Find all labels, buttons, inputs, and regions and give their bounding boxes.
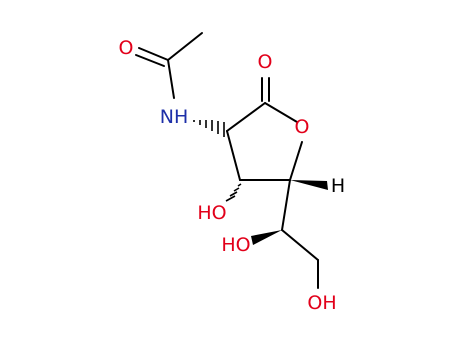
ring-hydroxyl-label: HO — [197, 202, 226, 224]
bond-side-carbon-ch2 — [281, 229, 319, 261]
bond-ring-o-c5 — [289, 141, 303, 181]
bond-c4-c3 — [226, 130, 241, 181]
bond-c5-side-carbon — [281, 179, 291, 231]
bond-c2-ring-o — [264, 102, 298, 123]
ring-oxygen-label: O — [295, 116, 310, 138]
bond-amide-carbonyl-double-1 — [138, 47, 169, 61]
terminal-hydroxyl-label: OH — [307, 292, 336, 314]
amide-carbonyl-oxygen-label: O — [119, 37, 134, 59]
wedge-c5-h — [290, 180, 328, 190]
ring-hydrogen-label: H — [331, 175, 345, 197]
hashed-wedge-n-c3 — [193, 120, 225, 137]
hashed-wedge-c4-oh — [225, 183, 242, 202]
nitrogen-label: NH — [160, 106, 189, 128]
bond-methyl-carbonyl — [167, 32, 203, 61]
side-hydroxyl-label: HO — [221, 234, 250, 256]
wedge-side-carbon-oh — [251, 230, 282, 245]
bond-amide-carbonyl-double-2 — [135, 54, 165, 67]
bond-carbonyl-nitrogen — [167, 59, 175, 99]
ring-carbonyl-oxygen-label: O — [258, 51, 273, 73]
bond-c3-c2 — [226, 102, 266, 132]
